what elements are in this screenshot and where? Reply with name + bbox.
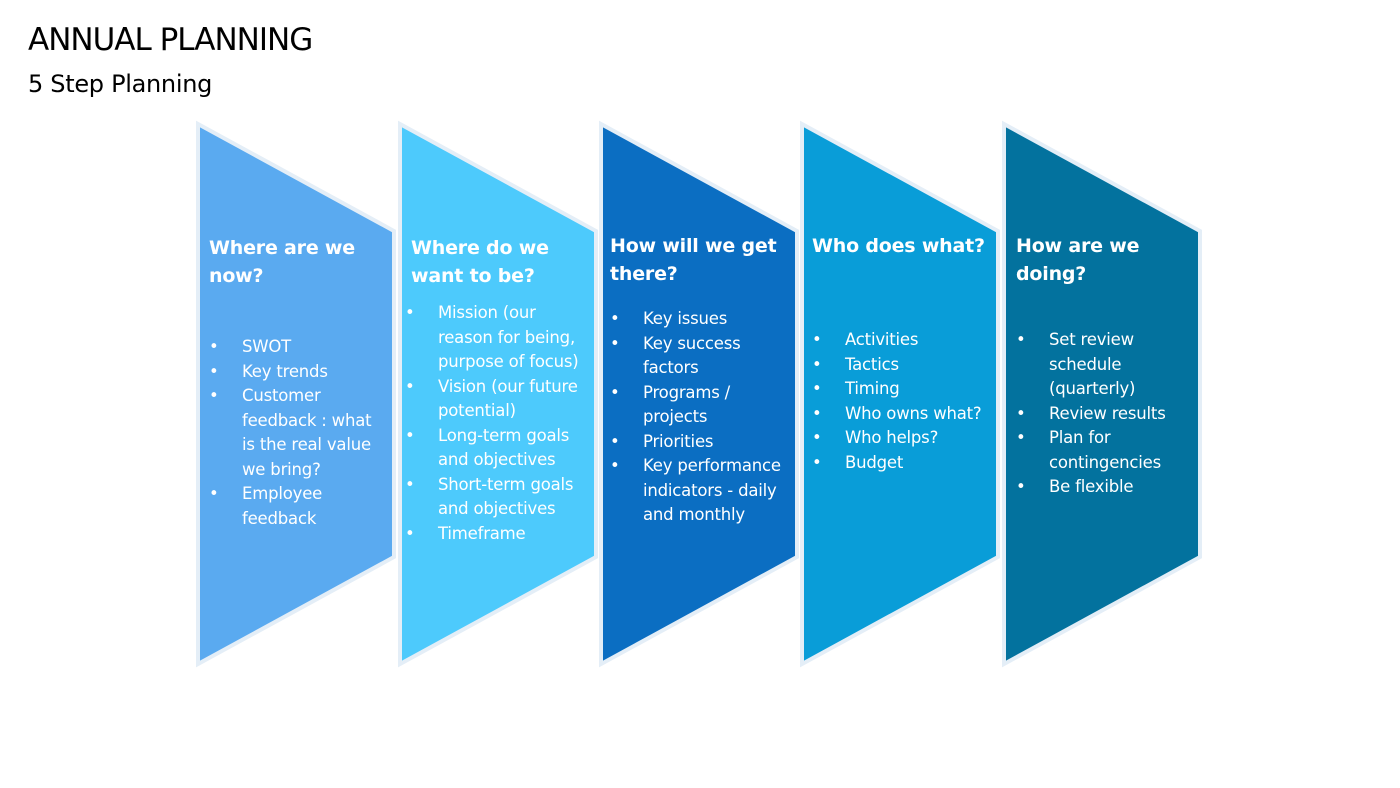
step-3-bullet-item: Programs / projects <box>610 381 798 430</box>
step-2-title: Where do we want to be? <box>411 237 549 287</box>
step-4-bullet-item: Who owns what? <box>812 402 997 427</box>
step-5-content: How are we doing? Set review schedule (qu… <box>1001 118 1205 668</box>
step-5-bullet-item: Set review schedule (quarterly) <box>1016 328 1201 402</box>
step-5-title: How are we doing? <box>1016 235 1140 285</box>
step-3-bullet-item: Key performance indicators - daily and m… <box>610 454 798 528</box>
step-4-bullet-item: Tactics <box>812 353 997 378</box>
step-1-bullet-item: Key trends <box>209 360 387 385</box>
step-4-bullet-item: Activities <box>812 328 997 353</box>
step-2-content: Where do we want to be? Mission (our reas… <box>397 118 601 668</box>
step-4-title: Who does what? <box>812 235 985 257</box>
step-3-content: How will we get there? Key issuesKey succ… <box>598 118 802 668</box>
step-1-content: Where are we now? SWOTKey trendsCustomer … <box>195 118 399 668</box>
step-2-bullet-item: Timeframe <box>405 522 593 547</box>
step-2-bullet-item: Short-term goals and objectives <box>405 473 593 522</box>
step-2-bullet-item: Mission (our reason for being, purpose o… <box>405 301 593 375</box>
step-5-bullet-item: Review results <box>1016 402 1201 427</box>
step-1-bullet-item: Customer feedback : what is the real val… <box>209 384 387 482</box>
step-3-bullet-item: Key issues <box>610 307 798 332</box>
slide-subtitle: 5 Step Planning <box>28 70 213 98</box>
step-5-bullet-item: Plan for contingencies <box>1016 426 1201 475</box>
step-1-title: Where are we now? <box>209 237 355 287</box>
step-3-bullet-item: Priorities <box>610 430 798 455</box>
step-1: Where are we now? SWOTKey trendsCustomer … <box>195 118 399 668</box>
step-5: How are we doing? Set review schedule (qu… <box>1001 118 1205 668</box>
step-3: How will we get there? Key issuesKey succ… <box>598 118 802 668</box>
step-5-bullet-list: Set review schedule (quarterly)Review re… <box>1016 328 1201 500</box>
step-2-bullet-list: Mission (our reason for being, purpose o… <box>405 301 593 546</box>
step-3-bullet-list: Key issuesKey success factorsPrograms / … <box>610 307 798 528</box>
step-3-title: How will we get there? <box>610 235 777 285</box>
step-1-bullet-item: SWOT <box>209 335 387 360</box>
step-4-bullet-item: Budget <box>812 451 997 476</box>
step-4-bullet-item: Who helps? <box>812 426 997 451</box>
step-2-bullet-item: Long-term goals and objectives <box>405 424 593 473</box>
step-4-bullet-item: Timing <box>812 377 997 402</box>
step-2: Where do we want to be? Mission (our reas… <box>397 118 601 668</box>
step-4-content: Who does what?ActivitiesTacticsTimingWho… <box>799 118 1003 668</box>
step-4: Who does what?ActivitiesTacticsTimingWho… <box>799 118 1003 668</box>
step-1-bullet-item: Employee feedback <box>209 482 387 531</box>
step-4-bullet-list: ActivitiesTacticsTimingWho owns what?Who… <box>812 328 997 475</box>
step-5-bullet-item: Be flexible <box>1016 475 1201 500</box>
step-3-bullet-item: Key success factors <box>610 332 798 381</box>
slide-title: ANNUAL PLANNING <box>28 22 313 58</box>
step-1-bullet-list: SWOTKey trendsCustomer feedback : what i… <box>209 335 387 531</box>
step-2-bullet-item: Vision (our future potential) <box>405 375 593 424</box>
